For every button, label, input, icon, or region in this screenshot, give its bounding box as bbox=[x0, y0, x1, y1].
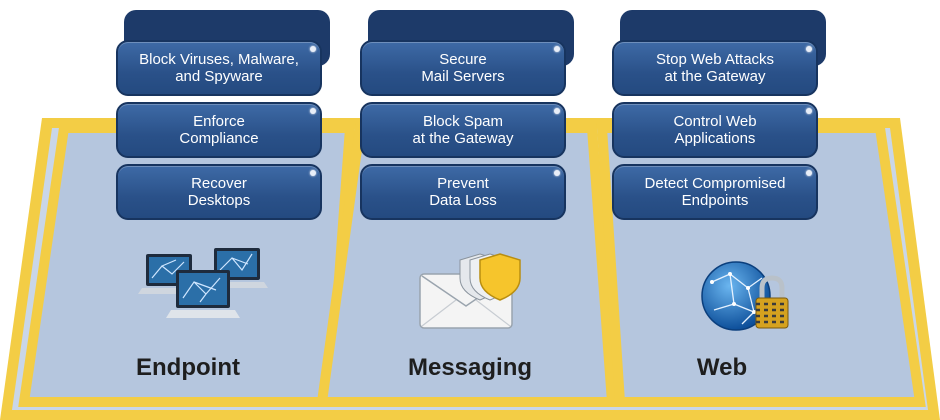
server-label: Block Spam at the Gateway bbox=[412, 113, 514, 147]
mail-shield-icon bbox=[360, 246, 580, 346]
server-stop-web-attacks: Stop Web Attacks at the Gateway bbox=[612, 40, 818, 96]
status-led bbox=[554, 170, 560, 176]
server-detect-compromised: Detect Compromised Endpoints bbox=[612, 164, 818, 220]
server-control-web-apps: Control Web Applications bbox=[612, 102, 818, 158]
web-server-stack: Stop Web Attacks at the Gateway Control … bbox=[612, 8, 832, 248]
endpoint-server-stack: Block Viruses, Malware, and Spyware Enfo… bbox=[116, 8, 336, 248]
messaging-column: Secure Mail Servers Block Spam at the Ga… bbox=[360, 8, 580, 408]
server-label: Block Viruses, Malware, and Spyware bbox=[139, 51, 299, 85]
globe-lock-icon bbox=[612, 246, 832, 346]
server-label: Secure Mail Servers bbox=[421, 51, 505, 85]
status-led bbox=[806, 108, 812, 114]
status-led bbox=[806, 46, 812, 52]
server-label: Control Web Applications bbox=[673, 113, 757, 147]
messaging-server-stack: Secure Mail Servers Block Spam at the Ga… bbox=[360, 8, 580, 248]
server-secure-mail: Secure Mail Servers bbox=[360, 40, 566, 96]
status-led bbox=[554, 46, 560, 52]
server-recover-desktops: Recover Desktops bbox=[116, 164, 322, 220]
server-block-spam: Block Spam at the Gateway bbox=[360, 102, 566, 158]
status-led bbox=[806, 170, 812, 176]
status-led bbox=[310, 46, 316, 52]
status-led bbox=[310, 170, 316, 176]
status-led bbox=[554, 108, 560, 114]
server-label: Detect Compromised Endpoints bbox=[644, 175, 786, 209]
status-led bbox=[310, 108, 316, 114]
endpoint-column: Block Viruses, Malware, and Spyware Enfo… bbox=[116, 8, 336, 408]
web-column: Stop Web Attacks at the Gateway Control … bbox=[612, 8, 832, 408]
server-block-viruses: Block Viruses, Malware, and Spyware bbox=[116, 40, 322, 96]
server-enforce-compliance: Enforce Compliance bbox=[116, 102, 322, 158]
laptops-network-icon bbox=[116, 246, 336, 346]
server-prevent-data-loss: Prevent Data Loss bbox=[360, 164, 566, 220]
server-label: Recover Desktops bbox=[187, 175, 251, 209]
column-title-web: Web bbox=[696, 354, 748, 381]
column-title-messaging: Messaging bbox=[407, 354, 533, 381]
server-label: Enforce Compliance bbox=[179, 113, 259, 147]
server-label: Prevent Data Loss bbox=[429, 175, 497, 209]
column-title-endpoint: Endpoint bbox=[136, 354, 240, 381]
server-label: Stop Web Attacks at the Gateway bbox=[655, 51, 775, 85]
